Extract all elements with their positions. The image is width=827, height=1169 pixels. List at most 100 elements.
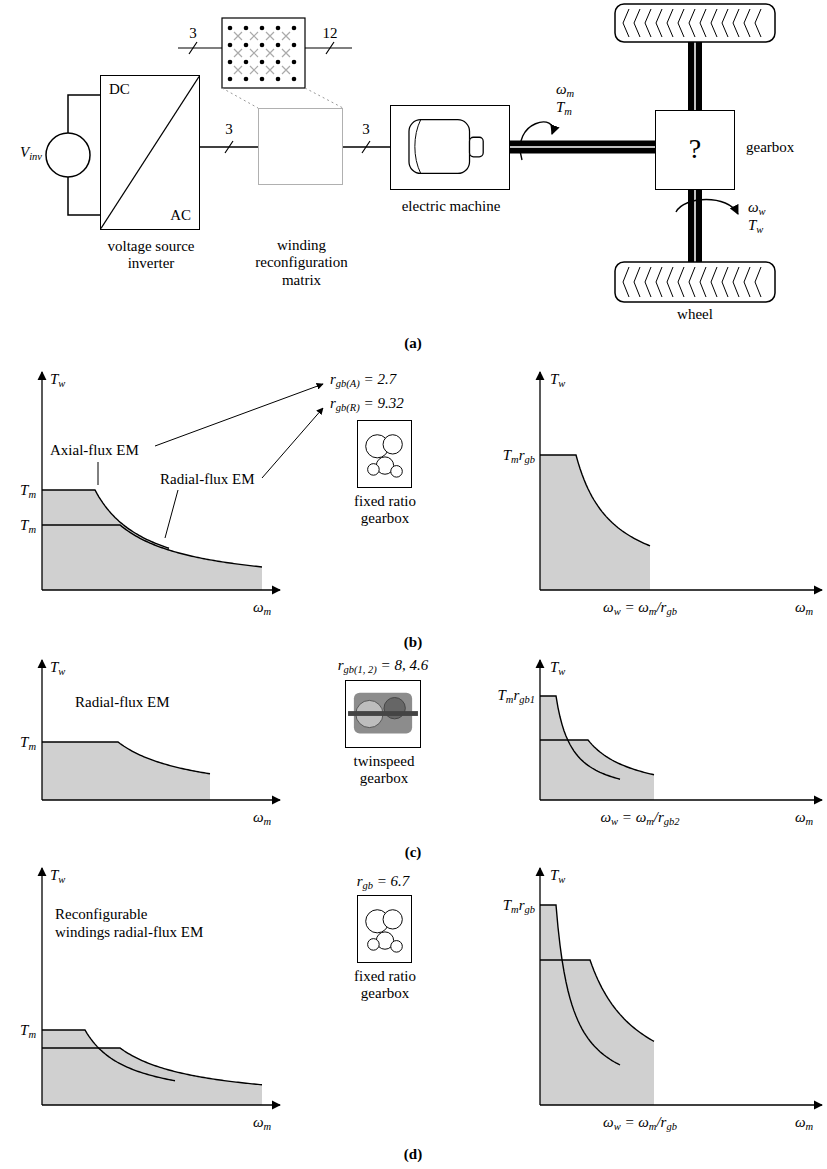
subscript: w <box>58 666 65 677</box>
text-part: T <box>550 371 558 387</box>
subscript: w <box>759 206 766 217</box>
tread-mark <box>733 267 739 297</box>
text-part: (c) <box>405 844 422 860</box>
text-part: r <box>330 395 336 411</box>
math-label: Tm <box>20 1021 36 1042</box>
drive-shaft <box>510 141 655 154</box>
operating-area <box>540 740 654 800</box>
gearbox-icon: fixed ratio gearbox <box>357 895 412 963</box>
math-label: ωm <box>253 808 271 829</box>
tread-mark <box>645 9 651 37</box>
component-box: winding reconfiguration matrix <box>258 108 343 185</box>
subscript: m <box>511 454 519 465</box>
phase-wire <box>343 146 390 148</box>
panel-label: (b) <box>404 633 422 651</box>
matrix-node-dot <box>292 26 297 31</box>
subscript: w <box>558 666 565 677</box>
box-illustration <box>346 681 420 747</box>
subscript: m <box>511 904 519 915</box>
subscript: w <box>558 874 565 885</box>
subscript: m <box>806 606 814 617</box>
math-label: ωm <box>253 598 271 619</box>
text-part: T <box>20 482 28 498</box>
annotation: Reconfigurable windings radial-flux EM <box>55 905 205 941</box>
switch-cross <box>234 66 242 74</box>
tread-mark <box>623 267 629 297</box>
math-label: Tw <box>550 866 565 887</box>
text-part: T <box>20 734 28 750</box>
matrix-node-dot <box>292 43 297 48</box>
gear-wheel <box>368 464 380 476</box>
switch-cross <box>250 32 258 40</box>
subscript: w <box>558 378 565 389</box>
math-label: rgb(A) = 2.7 <box>330 370 396 391</box>
text-part: = ω <box>621 599 649 615</box>
annotation: 3 <box>189 24 197 42</box>
box-illustration <box>358 896 411 962</box>
switch-cross <box>250 49 258 57</box>
matrix-node-dot <box>276 60 281 65</box>
math-label: Tw <box>748 216 763 237</box>
text-part: T <box>497 687 505 703</box>
gear-wheel <box>368 939 380 951</box>
tread-mark <box>634 9 640 37</box>
box-label: AC <box>170 207 191 224</box>
subscript: m <box>649 606 657 617</box>
component-box: DCACvoltage source inverter <box>100 75 200 230</box>
text-part: 3 <box>225 121 233 137</box>
text-part: Radial-flux EM <box>75 694 170 710</box>
box-illustration <box>358 421 411 487</box>
matrix-node-dot <box>276 43 281 48</box>
text-part: ω <box>253 809 264 825</box>
math-label: ωw <box>748 198 766 219</box>
text-part: = 9.32 <box>360 395 404 411</box>
x-axis <box>42 1104 280 1105</box>
connector-group <box>200 147 258 148</box>
matrix-node-dot <box>260 43 265 48</box>
torque-speed-curve <box>540 905 620 1065</box>
converter-diagonal <box>101 77 199 229</box>
text-part: ω <box>603 599 614 615</box>
operating-area <box>42 525 262 590</box>
matrix-node-dot <box>292 60 297 65</box>
switch-cross <box>250 66 258 74</box>
text-part: ω <box>795 1114 806 1130</box>
subscript: m <box>806 816 814 827</box>
text-part: Axial-flux EM <box>50 442 139 458</box>
tread-mark <box>711 267 717 297</box>
y-axis <box>41 660 42 800</box>
tread-mark <box>678 267 684 297</box>
text-part: r <box>357 873 363 889</box>
tread-mark <box>733 9 739 37</box>
annotation: 3 <box>362 120 370 138</box>
operating-area <box>540 455 650 590</box>
math-label: Tm <box>20 733 36 754</box>
text-part: (a) <box>404 335 422 351</box>
text-part: T <box>550 659 558 675</box>
gear-wheel <box>391 466 403 478</box>
text-part: T <box>20 1022 28 1038</box>
subscript: m <box>806 1121 814 1132</box>
motor-edge <box>415 120 421 174</box>
x-axis <box>540 589 822 590</box>
math-label: rgb(1, 2) = 8, 4.6 <box>338 656 428 677</box>
subscript: m <box>28 489 36 500</box>
component-box: electric machine <box>390 105 510 190</box>
tread-mark <box>656 267 662 297</box>
text-part: ω <box>603 1114 614 1130</box>
x-axis <box>42 799 280 800</box>
math-label: Tw <box>550 658 565 679</box>
tread-mark <box>634 267 640 297</box>
math-label: rgb(R) = 9.32 <box>330 394 404 415</box>
motor-hub <box>470 137 484 157</box>
math-label: ωm <box>795 598 813 619</box>
zoom-line <box>222 88 343 108</box>
rotation-arrow <box>676 200 738 215</box>
annotation: 3 <box>225 120 233 138</box>
matrix-node-dot <box>260 60 265 65</box>
leader-line <box>98 462 99 485</box>
torque-speed-curve <box>540 740 654 775</box>
text-part: = 8, 4.6 <box>377 657 428 673</box>
subscript: gb(R) <box>336 402 360 413</box>
matrix-node-dot <box>244 26 249 31</box>
